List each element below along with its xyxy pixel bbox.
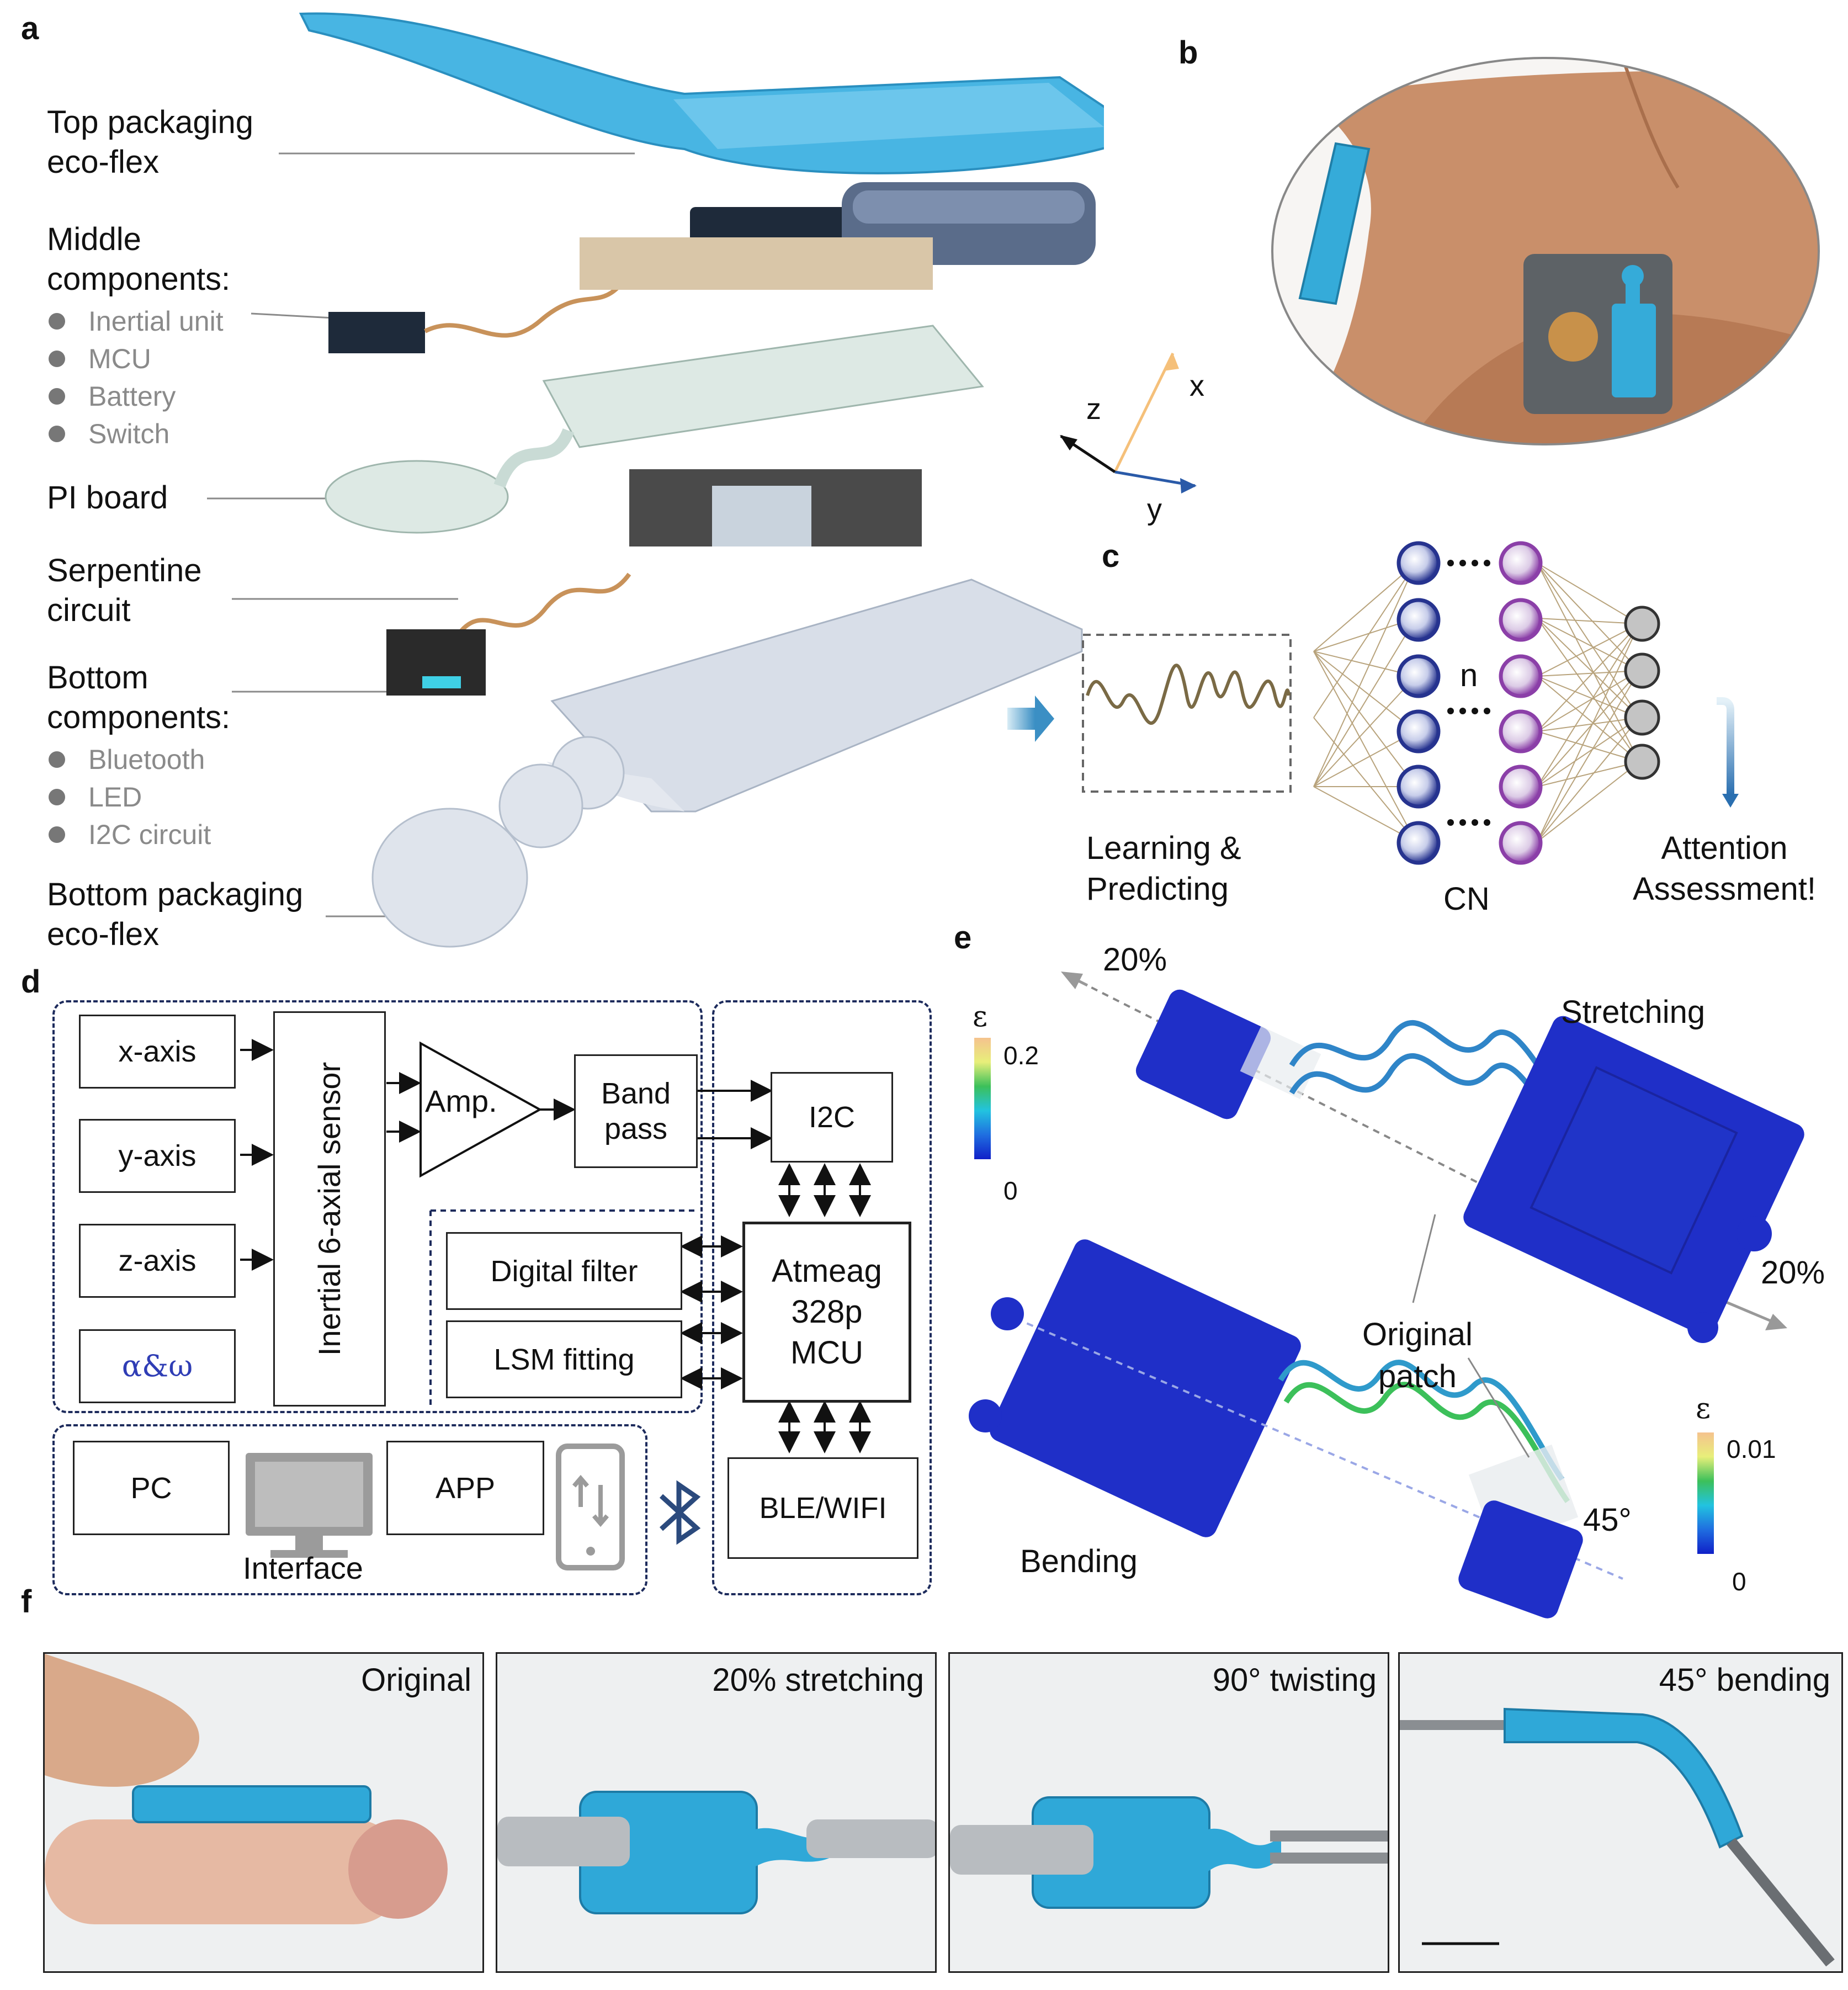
list-item: Inertial unit [49,303,224,340]
label-middle-line2: components: [47,261,231,297]
z-axis-block: z-axis [79,1224,236,1298]
panel-label-f: f [21,1584,32,1620]
lsm-fitting-block: LSM fitting [446,1320,682,1398]
i2c-block: I2C [771,1072,893,1163]
caption-original: Original [361,1662,471,1698]
panel-label-d: d [21,964,41,1000]
axis-z-label: z [1086,392,1101,426]
attention-assessment-label: Attention Assessment! [1633,828,1816,910]
panel-label-e: e [954,920,972,956]
exploded-device-illustration [207,12,1104,948]
ble-wifi-block: BLE/WIFI [727,1457,918,1559]
axis-x-label: x [1189,369,1204,402]
learning-line2: Predicting [1086,871,1229,907]
inertial-sensor-block: Inertial 6-axial sensor [273,1011,386,1407]
neural-network-diagram [1007,541,1739,865]
epsilon-label-1: ε [973,1000,987,1033]
list-item: Bluetooth [49,741,211,778]
cn-label: CN [1443,881,1490,917]
epsilon-label-2: ε [1696,1392,1711,1425]
label-middle-components: Middle components: [47,220,230,299]
learning-predicting-label: Learning & Predicting [1086,828,1241,910]
band-pass-line1: Band [601,1077,671,1110]
label-pi-board: PI board [47,480,168,516]
label-bottom-components: Bottom components: [47,658,230,737]
photo-bending: 45° bending [1398,1652,1843,1973]
list-item: LED [49,778,211,816]
label-bottom-line2: components: [47,699,231,735]
photo-twisting: 90° twisting [948,1652,1389,1973]
interface-label: Interface [243,1551,363,1585]
bending-device-image [1400,1707,1835,1967]
colorbar1-max: 0.2 [1003,1041,1039,1070]
original-patch-line2: patch [1378,1358,1457,1394]
caption-stretching: 20% stretching [712,1662,924,1698]
label-middle-line1: Middle [47,221,141,257]
bend-angle-label: 45° [1583,1502,1632,1538]
app-block: APP [386,1441,544,1535]
photo-original: Original [43,1652,484,1973]
original-patch-line1: Original [1362,1317,1473,1352]
label-serpentine-circuit: Serpentine circuit [47,551,202,630]
stretch-pct-right-label: 20% [1761,1255,1825,1291]
label-top-packaging-line1: Top packaging [47,104,254,140]
block-diagram-connectors [240,1039,871,1570]
stretching-device-image [497,1791,935,1914]
pc-block: PC [73,1441,230,1535]
x-axis-block: x-axis [79,1015,236,1089]
attention-line1: Attention [1661,830,1788,866]
stretch-pct-top-label: 20% [1103,942,1167,978]
attention-line2: Assessment! [1633,871,1816,907]
photo-stretching: 20% stretching [496,1652,937,1973]
caption-twisting: 90° twisting [1212,1662,1377,1698]
mcu-block: Atmeag 328p MCU [742,1222,911,1403]
label-serpentine-line1: Serpentine [47,553,202,588]
learning-line1: Learning & [1086,830,1241,866]
colorbar2-min: 0 [1732,1567,1746,1596]
bending-label: Bending [1020,1543,1138,1579]
band-pass-line2: pass [604,1112,668,1145]
colorbar1-min: 0 [1003,1176,1018,1205]
twisting-device-image [950,1796,1388,1909]
label-serpentine-line2: circuit [47,592,131,628]
label-bottom-packaging-line1: Bottom packaging [47,877,304,912]
label-bottom-line1: Bottom [47,660,148,696]
band-pass-block: Band pass [574,1054,698,1168]
bottom-components-list: Bluetooth LED I2C circuit [49,741,211,853]
finger-device-image [45,1654,448,1924]
interface-section-border [52,1424,647,1595]
label-top-packaging: Top packaging eco-flex [47,103,253,182]
strain-simulation-illustration [969,972,1804,1618]
mcu-line3: MCU [790,1335,864,1371]
label-top-packaging-line2: eco-flex [47,144,160,180]
y-axis-block: y-axis [79,1119,236,1193]
neck-photo-illustration [1060,57,1820,493]
mcu-line1: Atmeag [772,1253,882,1289]
mcu-line2: 328p [791,1294,863,1330]
list-item: MCU [49,340,224,378]
axis-y-label: y [1147,493,1162,526]
caption-bending: 45° bending [1659,1662,1830,1698]
alpha-omega-block: α&ω [79,1329,236,1403]
list-item: Battery [49,378,224,415]
sensing-section-border [52,1000,703,1413]
list-item: Switch [49,415,224,453]
list-item: I2C circuit [49,816,211,853]
label-bottom-packaging-line2: eco-flex [47,916,160,952]
middle-components-list: Inertial unit MCU Battery Switch [49,303,224,453]
panel-label-b: b [1178,35,1198,71]
original-patch-label: Original patch [1362,1314,1473,1398]
colorbar2-max: 0.01 [1727,1435,1776,1463]
nn-layer-count-label: n [1460,657,1478,693]
panel-label-c: c [1102,538,1120,574]
stretching-label: Stretching [1561,994,1706,1030]
amp-label: Amp. [425,1084,497,1118]
label-bottom-packaging: Bottom packaging eco-flex [47,875,303,954]
panel-label-a: a [21,10,39,46]
digital-filter-block: Digital filter [446,1232,682,1310]
